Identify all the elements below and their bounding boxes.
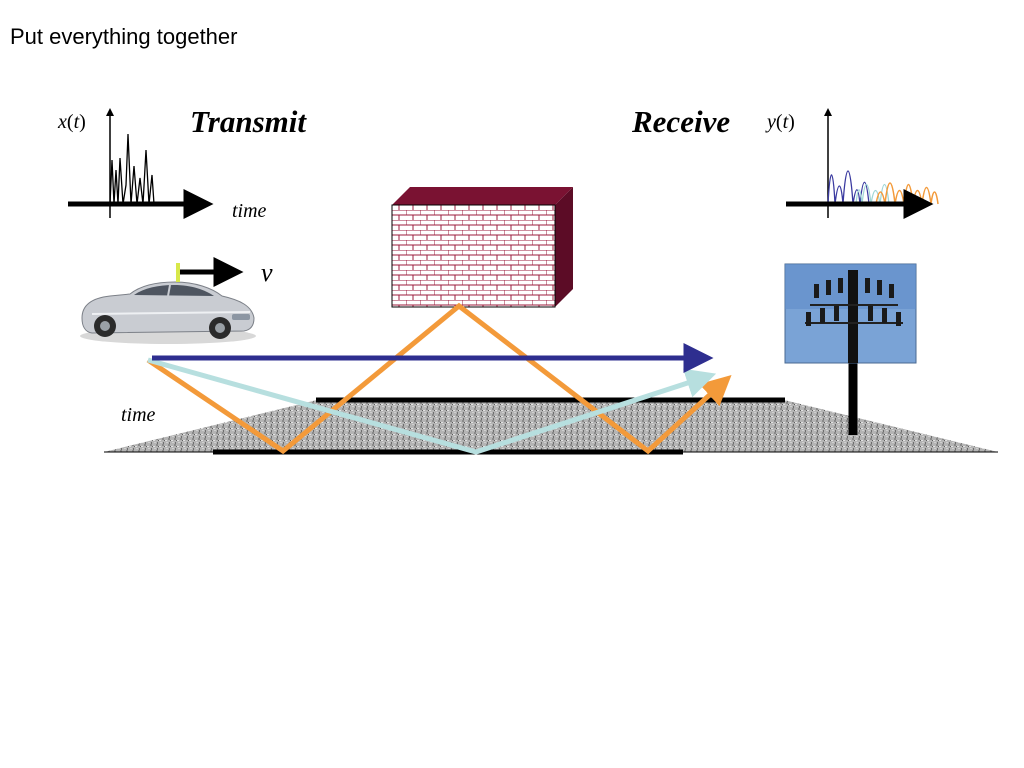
x-signal-open-paren: ( — [67, 111, 74, 133]
transmit-signal-label: x(t) — [57, 111, 86, 133]
brick-wall-top — [392, 187, 573, 205]
x-signal-close-paren: ) — [79, 111, 86, 133]
tower-mast — [848, 270, 858, 363]
x-signal-arg: t — [74, 111, 80, 133]
car-highlight — [91, 311, 251, 315]
receive-title: Receive — [631, 104, 730, 139]
car-window-pillar — [167, 284, 171, 297]
ground-time-label: time — [121, 404, 156, 426]
transmit-signal-plot: x(t) time Transmit — [57, 104, 307, 222]
y-signal-arg: t — [783, 111, 789, 133]
receive-signal-plot: Receive y(t) — [631, 104, 939, 219]
y-signal-name: y — [765, 111, 776, 133]
x-signal-name: x — [57, 111, 67, 133]
car-rear-hub — [100, 321, 110, 331]
ground-reflection-path — [147, 357, 717, 455]
slide-title: Put everything together — [10, 24, 238, 49]
brick-wall-face — [391, 204, 556, 308]
car-windows — [134, 285, 214, 296]
y-signal-close-paren: ) — [788, 111, 795, 133]
car-front-hub — [215, 323, 225, 333]
velocity-indicator: v — [176, 257, 273, 287]
transmit-time-label: time — [232, 200, 267, 222]
y-signal-open-paren: ( — [776, 111, 783, 133]
tower-antennas — [806, 278, 901, 326]
cell-tower-image — [784, 263, 917, 435]
transmit-title: Transmit — [190, 104, 307, 139]
brick-wall — [391, 187, 573, 308]
car-headlight — [232, 314, 250, 320]
velocity-label: v — [261, 258, 273, 287]
propagation-paths — [146, 302, 732, 455]
receive-signal-label: y(t) — [765, 111, 795, 133]
wall-reflection-path — [146, 302, 732, 455]
car-image — [80, 281, 256, 344]
brick-wall-side — [555, 187, 573, 307]
transmit-waveform — [109, 133, 155, 205]
